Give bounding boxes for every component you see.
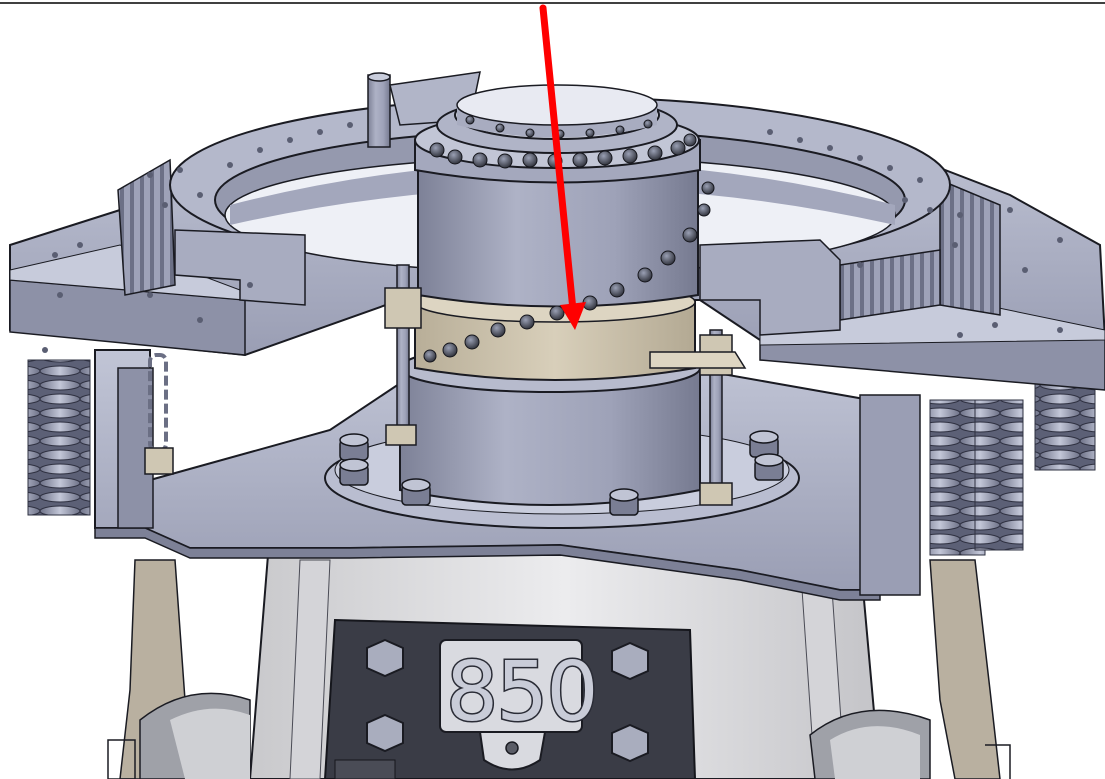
tie-rods (384, 264, 747, 506)
bolt-icon (339, 115, 784, 516)
chain-icon (144, 353, 174, 475)
arrow-pointer-icon (539, 4, 586, 330)
model-number-label: 850 (446, 645, 597, 740)
center-column (324, 84, 800, 529)
nameplate: 850 (323, 618, 697, 779)
bolt-icon (366, 638, 649, 763)
